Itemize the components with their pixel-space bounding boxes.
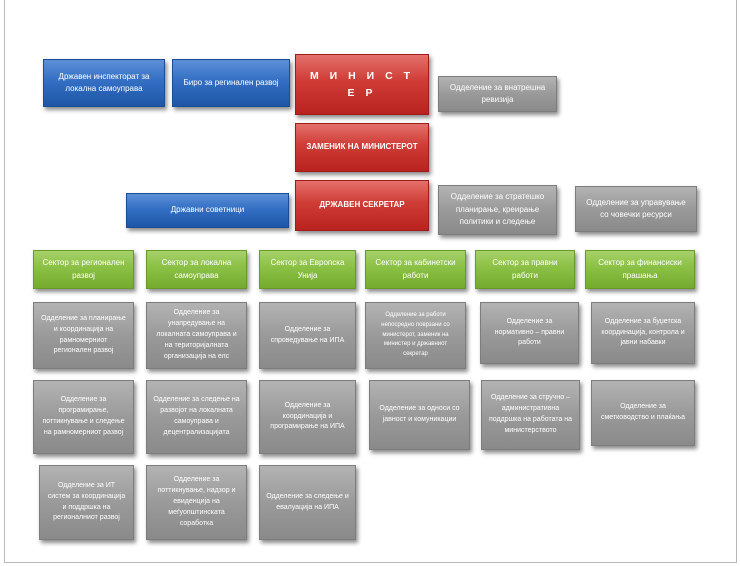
department-box: Одделение за спроведување на ИПА <box>259 302 356 369</box>
box-state-advisors-label: Државни советници <box>170 205 245 215</box>
sector-regional-development: Сектор за регионален развој <box>33 250 134 289</box>
department-box: Одделение за буџетска координација, конт… <box>591 302 695 364</box>
department-label: Одделение за унапредување на локалната с… <box>156 309 237 360</box>
sector-financial-affairs: Сектор за финансиски прашања <box>585 250 695 289</box>
box-internal-audit-label: Одделение за внатрешна ревизија <box>449 82 546 104</box>
box-minister: М И Н И С Т Е Р <box>295 54 429 115</box>
department-label: Одделение за програмирање, поттикнување … <box>42 396 125 436</box>
sector-cabinet-affairs: Сектор за кабинетски работи <box>365 250 466 289</box>
department-box: Одделение за следење и евалуација на ИПА <box>259 465 356 540</box>
department-label: Одделение за стручно – административна п… <box>488 394 573 434</box>
department-label: Одделение за односи со јавност и комуник… <box>379 405 460 423</box>
department-label: Одделение за буџетска координација, конт… <box>601 317 685 347</box>
department-label: Одделение за поттикнување, надзор и евид… <box>157 476 236 527</box>
box-human-resources: Одделение за управување со човечки ресур… <box>575 186 697 232</box>
sector-label: Сектор за финансиски прашања <box>598 258 682 280</box>
box-regional-bureau-label: Биро за регинален развој <box>183 77 279 87</box>
department-box: Одделение за нормативно – правни работи <box>480 302 579 364</box>
department-box: Одделение за поттикнување, надзор и евид… <box>146 465 247 540</box>
department-label: Одделение за следење на развојот на лока… <box>153 396 240 436</box>
box-human-resources-label: Одделение за управување со човечки ресур… <box>586 197 686 219</box>
diagram-canvas: Државен инспекторат за локална самоуправ… <box>4 0 737 563</box>
box-state-inspectorate-label: Државен инспекторат за локална самоуправ… <box>58 71 150 93</box>
department-label: Одделение за ИТ систем за координација и… <box>47 481 126 522</box>
department-label: Одделение за работи непосредно поврзани … <box>381 311 450 358</box>
department-label: Одделение за планирање и координација на… <box>41 314 126 355</box>
department-box: Одделение за работи непосредно поврзани … <box>365 302 466 369</box>
department-label: Одделение за следење и евалуација на ИПА <box>266 492 349 511</box>
sector-label: Сектор за локална самоуправа <box>161 258 232 280</box>
department-box: Одделение за програмирање, поттикнување … <box>33 380 134 454</box>
box-strategic-planning: Одделение за стратешко планирање, креира… <box>438 185 557 235</box>
sector-label: Сектор за регионален развој <box>42 258 125 280</box>
box-state-secretary: ДРЖАВЕН СЕКРЕТАР <box>295 180 429 231</box>
sector-legal-affairs: Сектор за правни работи <box>475 250 575 289</box>
box-regional-bureau: Биро за регинален развој <box>172 59 290 107</box>
department-box: Одделение за унапредување на локалната с… <box>146 302 247 369</box>
box-state-inspectorate: Државен инспекторат за локална самоуправ… <box>43 59 165 107</box>
sector-label: Сектор за правни работи <box>492 258 558 280</box>
department-box: Одделение за односи со јавност и комуник… <box>369 380 470 450</box>
department-label: Одделение за координација и програмирање… <box>270 401 345 431</box>
department-box: Одделение за координација и програмирање… <box>259 380 356 454</box>
sector-label: Сектор за Европска Унија <box>270 258 345 280</box>
box-deputy-minister: ЗАМЕНИК НА МИНИСТЕРОТ <box>295 123 429 172</box>
department-box: Одделение за сметководство и плаќања <box>591 380 695 446</box>
box-internal-audit: Одделение за внатрешна ревизија <box>438 76 557 112</box>
box-state-advisors: Државни советници <box>126 193 289 228</box>
department-box: Одделение за ИТ систем за координација и… <box>39 465 134 540</box>
department-box: Одделение за планирање и координација на… <box>33 302 134 369</box>
box-state-secretary-label: ДРЖАВЕН СЕКРЕТАР <box>319 200 405 210</box>
sector-local-self-government: Сектор за локална самоуправа <box>146 250 247 289</box>
box-strategic-planning-label: Одделение за стратешко планирање, креира… <box>450 192 545 227</box>
box-minister-label: М И Н И С Т Е Р <box>309 70 414 99</box>
department-box: Одделение за стручно – административна п… <box>481 380 580 450</box>
sector-label: Сектор за кабинетски работи <box>375 258 456 280</box>
department-label: Одделение за нормативно – правни работи <box>494 317 565 347</box>
department-label: Одделение за спроведување на ИПА <box>270 325 345 344</box>
department-box: Одделение за следење на развојот на лока… <box>146 380 247 454</box>
box-deputy-minister-label: ЗАМЕНИК НА МИНИСТЕРОТ <box>306 142 418 152</box>
department-label: Одделение за сметководство и плаќања <box>600 403 686 421</box>
sector-european-union: Сектор за Европска Унија <box>259 250 356 289</box>
